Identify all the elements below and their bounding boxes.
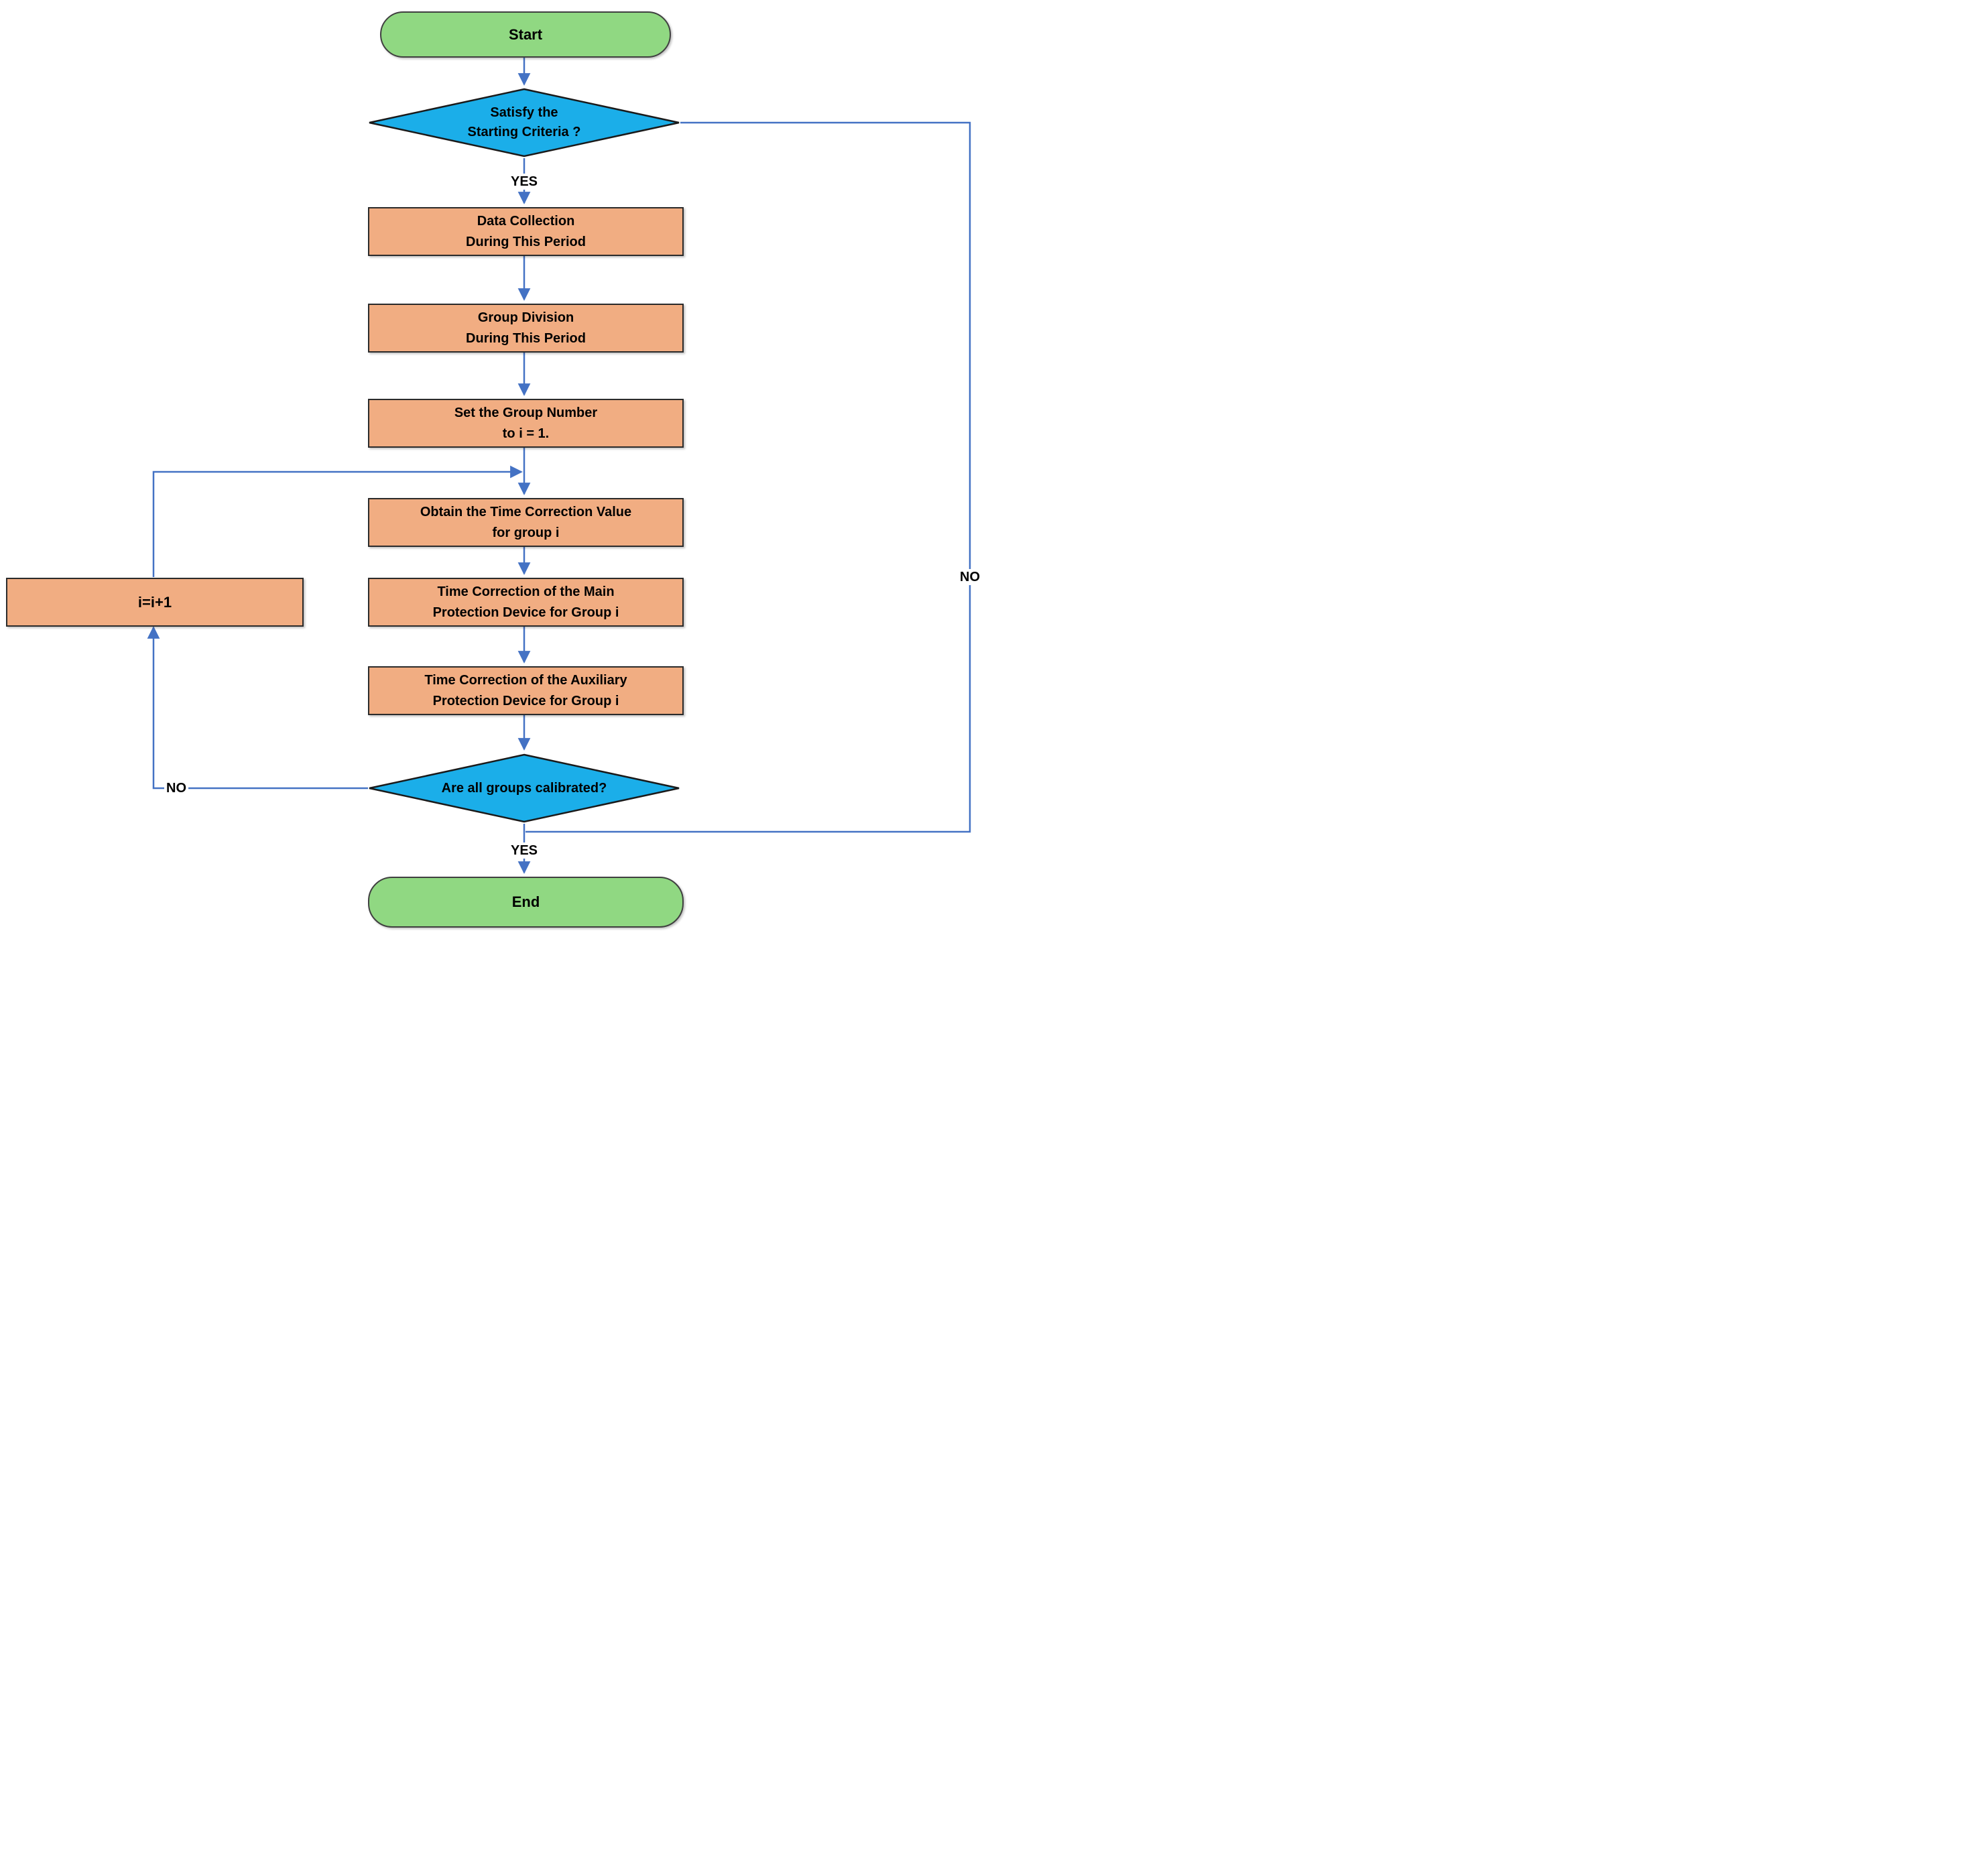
decision-satisfy-line1: Satisfy the: [490, 105, 558, 120]
start-node: Start: [380, 11, 671, 58]
obtain-time-correction-line1: Obtain the Time Correction Value: [420, 504, 632, 519]
edge-increment-loop-to-merge: [152, 465, 523, 577]
set-group-number-line1: Set the Group Number: [454, 405, 598, 420]
edge-label-satisfy-yes: YES: [508, 174, 540, 190]
process-group-division: Group Division During This Period: [368, 304, 684, 353]
main-time-correction-line1: Time Correction of the Main: [437, 584, 615, 599]
process-increment: i=i+1: [6, 578, 304, 627]
edge-label-calibrated-no: NO: [164, 780, 188, 796]
end-label: End: [511, 893, 540, 910]
obtain-time-correction-line2: for group i: [492, 525, 560, 540]
diamond-shape: [369, 88, 680, 158]
data-collection-line1: Data Collection: [477, 213, 575, 229]
process-aux-time-correction: Time Correction of the Auxiliary Protect…: [368, 666, 684, 715]
increment-label: i=i+1: [137, 594, 172, 611]
edge-label-satisfy-no: NO: [958, 569, 982, 585]
group-division-line1: Group Division: [477, 310, 574, 325]
main-time-correction-line2: Protection Device for Group i: [432, 605, 619, 620]
group-division-line2: During This Period: [466, 330, 586, 346]
all-calibrated-label: Are all groups calibrated?: [441, 780, 607, 796]
decision-all-calibrated: Are all groups calibrated?: [368, 753, 680, 823]
aux-time-correction-line1: Time Correction of the Auxiliary: [424, 672, 627, 688]
edge-label-calibrated-yes: YES: [508, 842, 540, 859]
decision-all-calibrated-text: Are all groups calibrated?: [442, 779, 607, 798]
edge-satisfy-no-to-end: [526, 121, 971, 833]
decision-satisfy-criteria: Satisfy the Starting Criteria ?: [368, 88, 680, 158]
start-label: Start: [508, 25, 543, 43]
diamond-shape: [369, 753, 680, 823]
process-obtain-time-correction: Obtain the Time Correction Value for gro…: [368, 498, 684, 547]
decision-satisfy-criteria-text: Satisfy the Starting Criteria ?: [468, 103, 581, 142]
data-collection-line2: During This Period: [466, 234, 586, 249]
decision-satisfy-line2: Starting Criteria ?: [467, 125, 581, 139]
process-set-group-number: Set the Group Number to i = 1.: [368, 399, 684, 448]
process-main-time-correction: Time Correction of the Main Protection D…: [368, 578, 684, 627]
connector-layer: [147, 56, 971, 874]
end-node: End: [368, 877, 684, 928]
process-data-collection: Data Collection During This Period: [368, 207, 684, 256]
aux-time-correction-line2: Protection Device for Group i: [432, 693, 619, 708]
edge-calibrated-no-to-increment: [147, 626, 368, 790]
flowchart-canvas: Start Satisfy the Starting Criteria ? Da…: [0, 0, 989, 938]
set-group-number-line2: to i = 1.: [502, 426, 550, 441]
